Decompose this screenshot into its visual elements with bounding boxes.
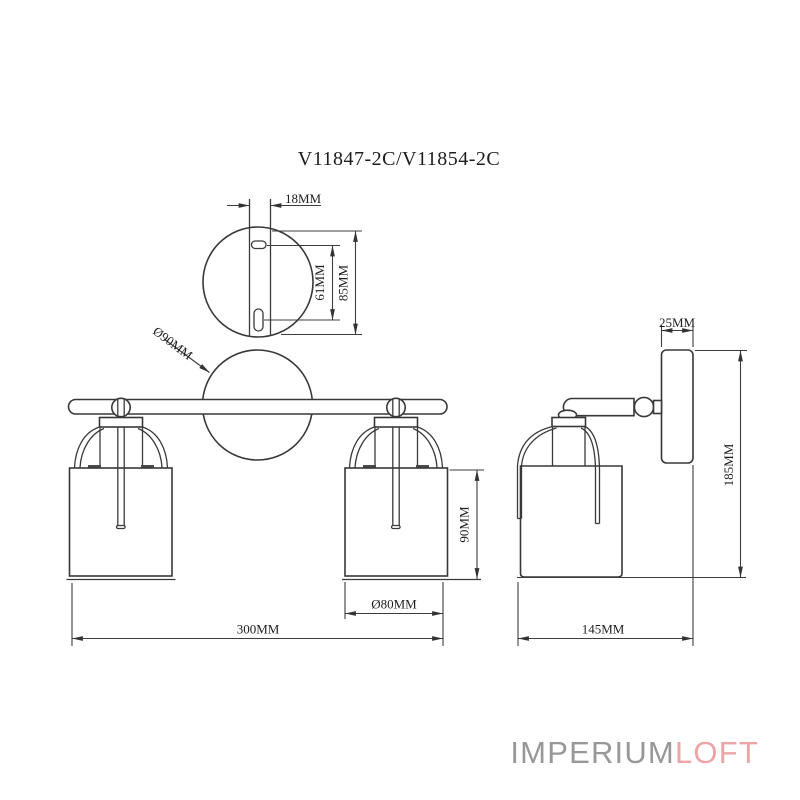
right-shoulder-inner-r [412, 427, 438, 468]
top-view: 18MM 61MM 85MM Ø90MM [150, 191, 362, 373]
right-lamp [342, 397, 481, 581]
right-rod-tip [390, 524, 401, 530]
side-wire-outer-l [516, 425, 553, 519]
dim-label-18mm: 18MM [285, 191, 322, 206]
dim-label-145mm: 145MM [582, 622, 625, 637]
left-shade [68, 467, 173, 577]
dim-label-90mm: 90MM [457, 506, 472, 543]
dim-label-80mm: Ø80MM [371, 597, 417, 612]
wall-plate [660, 349, 694, 464]
dim-label-25mm: 25MM [659, 315, 696, 330]
right-shoulder-outer-l [348, 426, 375, 468]
side-wire-outer-r [584, 425, 601, 524]
side-socket-cap [551, 416, 587, 428]
top-view-plate-circle [202, 226, 314, 338]
dimension-25mm: 25MM [659, 315, 696, 347]
dimension-80mm: Ø80MM [344, 582, 444, 646]
side-shade [519, 465, 623, 578]
left-lamp [66, 397, 176, 581]
right-socket-cap [373, 416, 419, 428]
left-rod-tip [115, 524, 126, 530]
side-ball-joint [633, 396, 655, 418]
right-shoulder-outer-r [417, 426, 444, 468]
right-swivel-knob [385, 397, 406, 418]
mounting-bar [67, 398, 448, 415]
brand-logo-imperium: IMPERIUM [510, 735, 675, 770]
dim-label-185mm: 185MM [721, 443, 736, 486]
dim-label-90mm-diameter: Ø90MM [150, 323, 196, 363]
dimension-145mm: 145MM [517, 465, 694, 646]
keyhole-slot-bottom [253, 308, 264, 332]
left-shoulder-inner-r [137, 427, 163, 468]
dimension-300mm: 300MM [71, 583, 444, 646]
left-swivel-knob [111, 397, 132, 418]
dim-label-85mm: 85MM [336, 265, 351, 302]
dim-label-61mm: 61MM [312, 264, 327, 301]
front-view: 90MM Ø80MM 300MM [66, 349, 484, 646]
dimension-90mm-diameter: Ø90MM [150, 323, 210, 373]
dimension-185mm: 185MM [695, 349, 747, 578]
dimension-85mm: 85MM [272, 230, 362, 336]
left-shoulder-inner-l [79, 427, 105, 468]
dimension-90mm: 90MM [449, 469, 484, 580]
side-wire-inner-r [580, 427, 597, 524]
left-shoulder-outer-r [142, 426, 169, 468]
left-shoulder-outer-l [73, 426, 100, 468]
dimension-61mm: 61MM [264, 244, 340, 321]
dim-label-300mm: 300MM [237, 622, 280, 637]
keyhole-slot-top [250, 240, 267, 250]
brand-logo: IMPERIUMLOFT [510, 737, 759, 768]
brand-logo-loft: LOFT [674, 735, 759, 770]
arm-neck [652, 399, 663, 415]
right-shoulder-inner-l [354, 427, 380, 468]
side-view: 25MM 185MM 145MM [516, 315, 747, 646]
right-shade [344, 467, 449, 577]
drawing-title: V11847-2C/V11854-2C [298, 148, 500, 170]
dimension-18mm: 18MM [227, 191, 322, 208]
left-socket-cap [98, 416, 144, 428]
